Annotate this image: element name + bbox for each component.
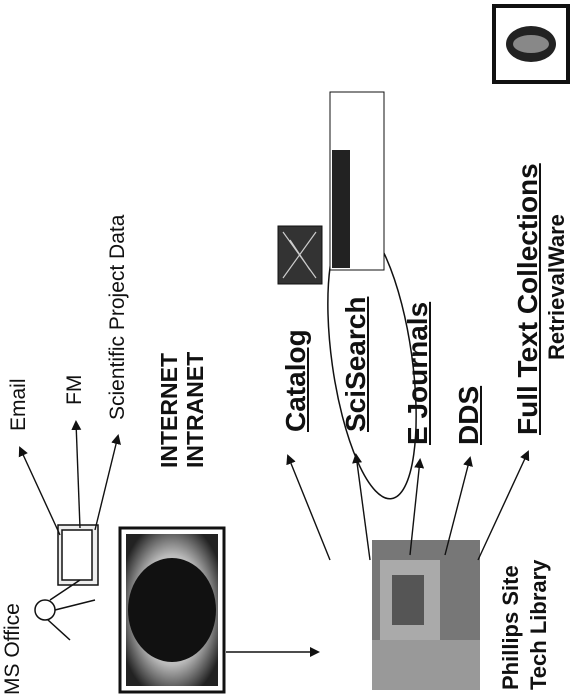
link-scisearch[interactable]: SciSearch xyxy=(342,297,370,432)
link-ejournals[interactable]: E Journals xyxy=(404,302,432,445)
retrievalware-logo-icon xyxy=(494,6,568,82)
arrow-to-catalog xyxy=(288,456,330,560)
person-with-computer-icon xyxy=(35,525,98,640)
arrow-to-scisearch xyxy=(356,455,370,560)
label-phillips-site: Phillips Site xyxy=(500,565,522,690)
building-photo-icon xyxy=(372,540,480,690)
globe-monitor-icon xyxy=(120,528,224,692)
arrow-to-email xyxy=(20,448,60,535)
link-catalog[interactable]: Catalog xyxy=(282,329,310,432)
arrow-to-scientific xyxy=(95,436,118,530)
label-ms-office: MS Office xyxy=(2,603,23,695)
label-intranet: INTRANET xyxy=(184,352,207,468)
label-fm: FM xyxy=(64,375,85,405)
link-dds[interactable]: DDS xyxy=(455,386,483,445)
link-full-text-collections[interactable]: Full Text Collections xyxy=(514,163,542,435)
label-tech-library: Tech Library xyxy=(528,560,550,690)
label-internet: INTERNET xyxy=(158,353,181,468)
label-email: Email xyxy=(8,378,29,431)
catalog-screenshot-icon xyxy=(278,226,322,284)
scisearch-screenshot-icon xyxy=(330,92,384,270)
arrows-from-person xyxy=(20,422,118,535)
arrow-to-fm xyxy=(76,422,80,528)
label-scientific-project-data: Scientific Project Data xyxy=(107,215,128,420)
label-retrievalware: RetrievalWare xyxy=(546,214,568,360)
arrow-to-fulltext xyxy=(478,452,528,560)
